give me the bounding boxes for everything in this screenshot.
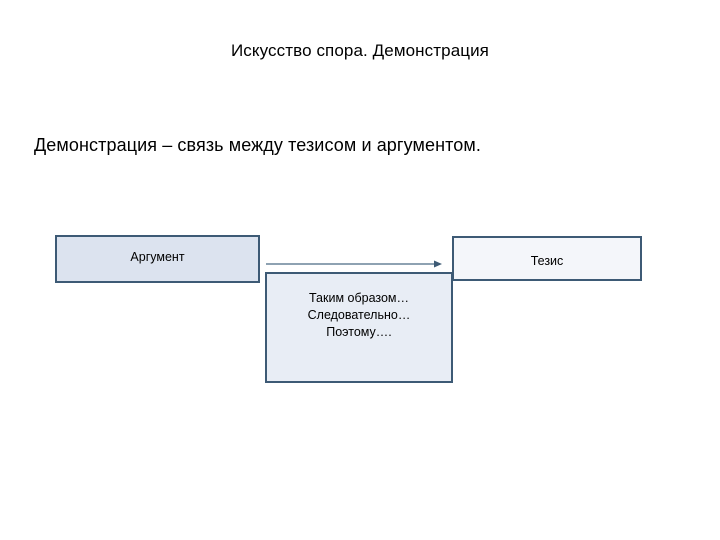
page-title: Искусство спора. Демонстрация	[230, 41, 489, 60]
diagram-box-connector: Таким образом… Следовательно… Поэтому….	[265, 272, 453, 383]
slide-subtitle: Демонстрация – связь между тезисом и арг…	[34, 135, 481, 155]
diagram-box-thesis-label: Тезис	[530, 254, 564, 268]
diagram-box-thesis: Тезис	[452, 236, 642, 281]
diagram-box-argument-label: Аргумент	[130, 249, 185, 264]
diagram-box-connector-label: Таким образом… Следовательно… Поэтому….	[307, 291, 411, 339]
diagram-box-argument: Аргумент	[55, 235, 260, 283]
arrow-right-icon	[266, 260, 442, 268]
